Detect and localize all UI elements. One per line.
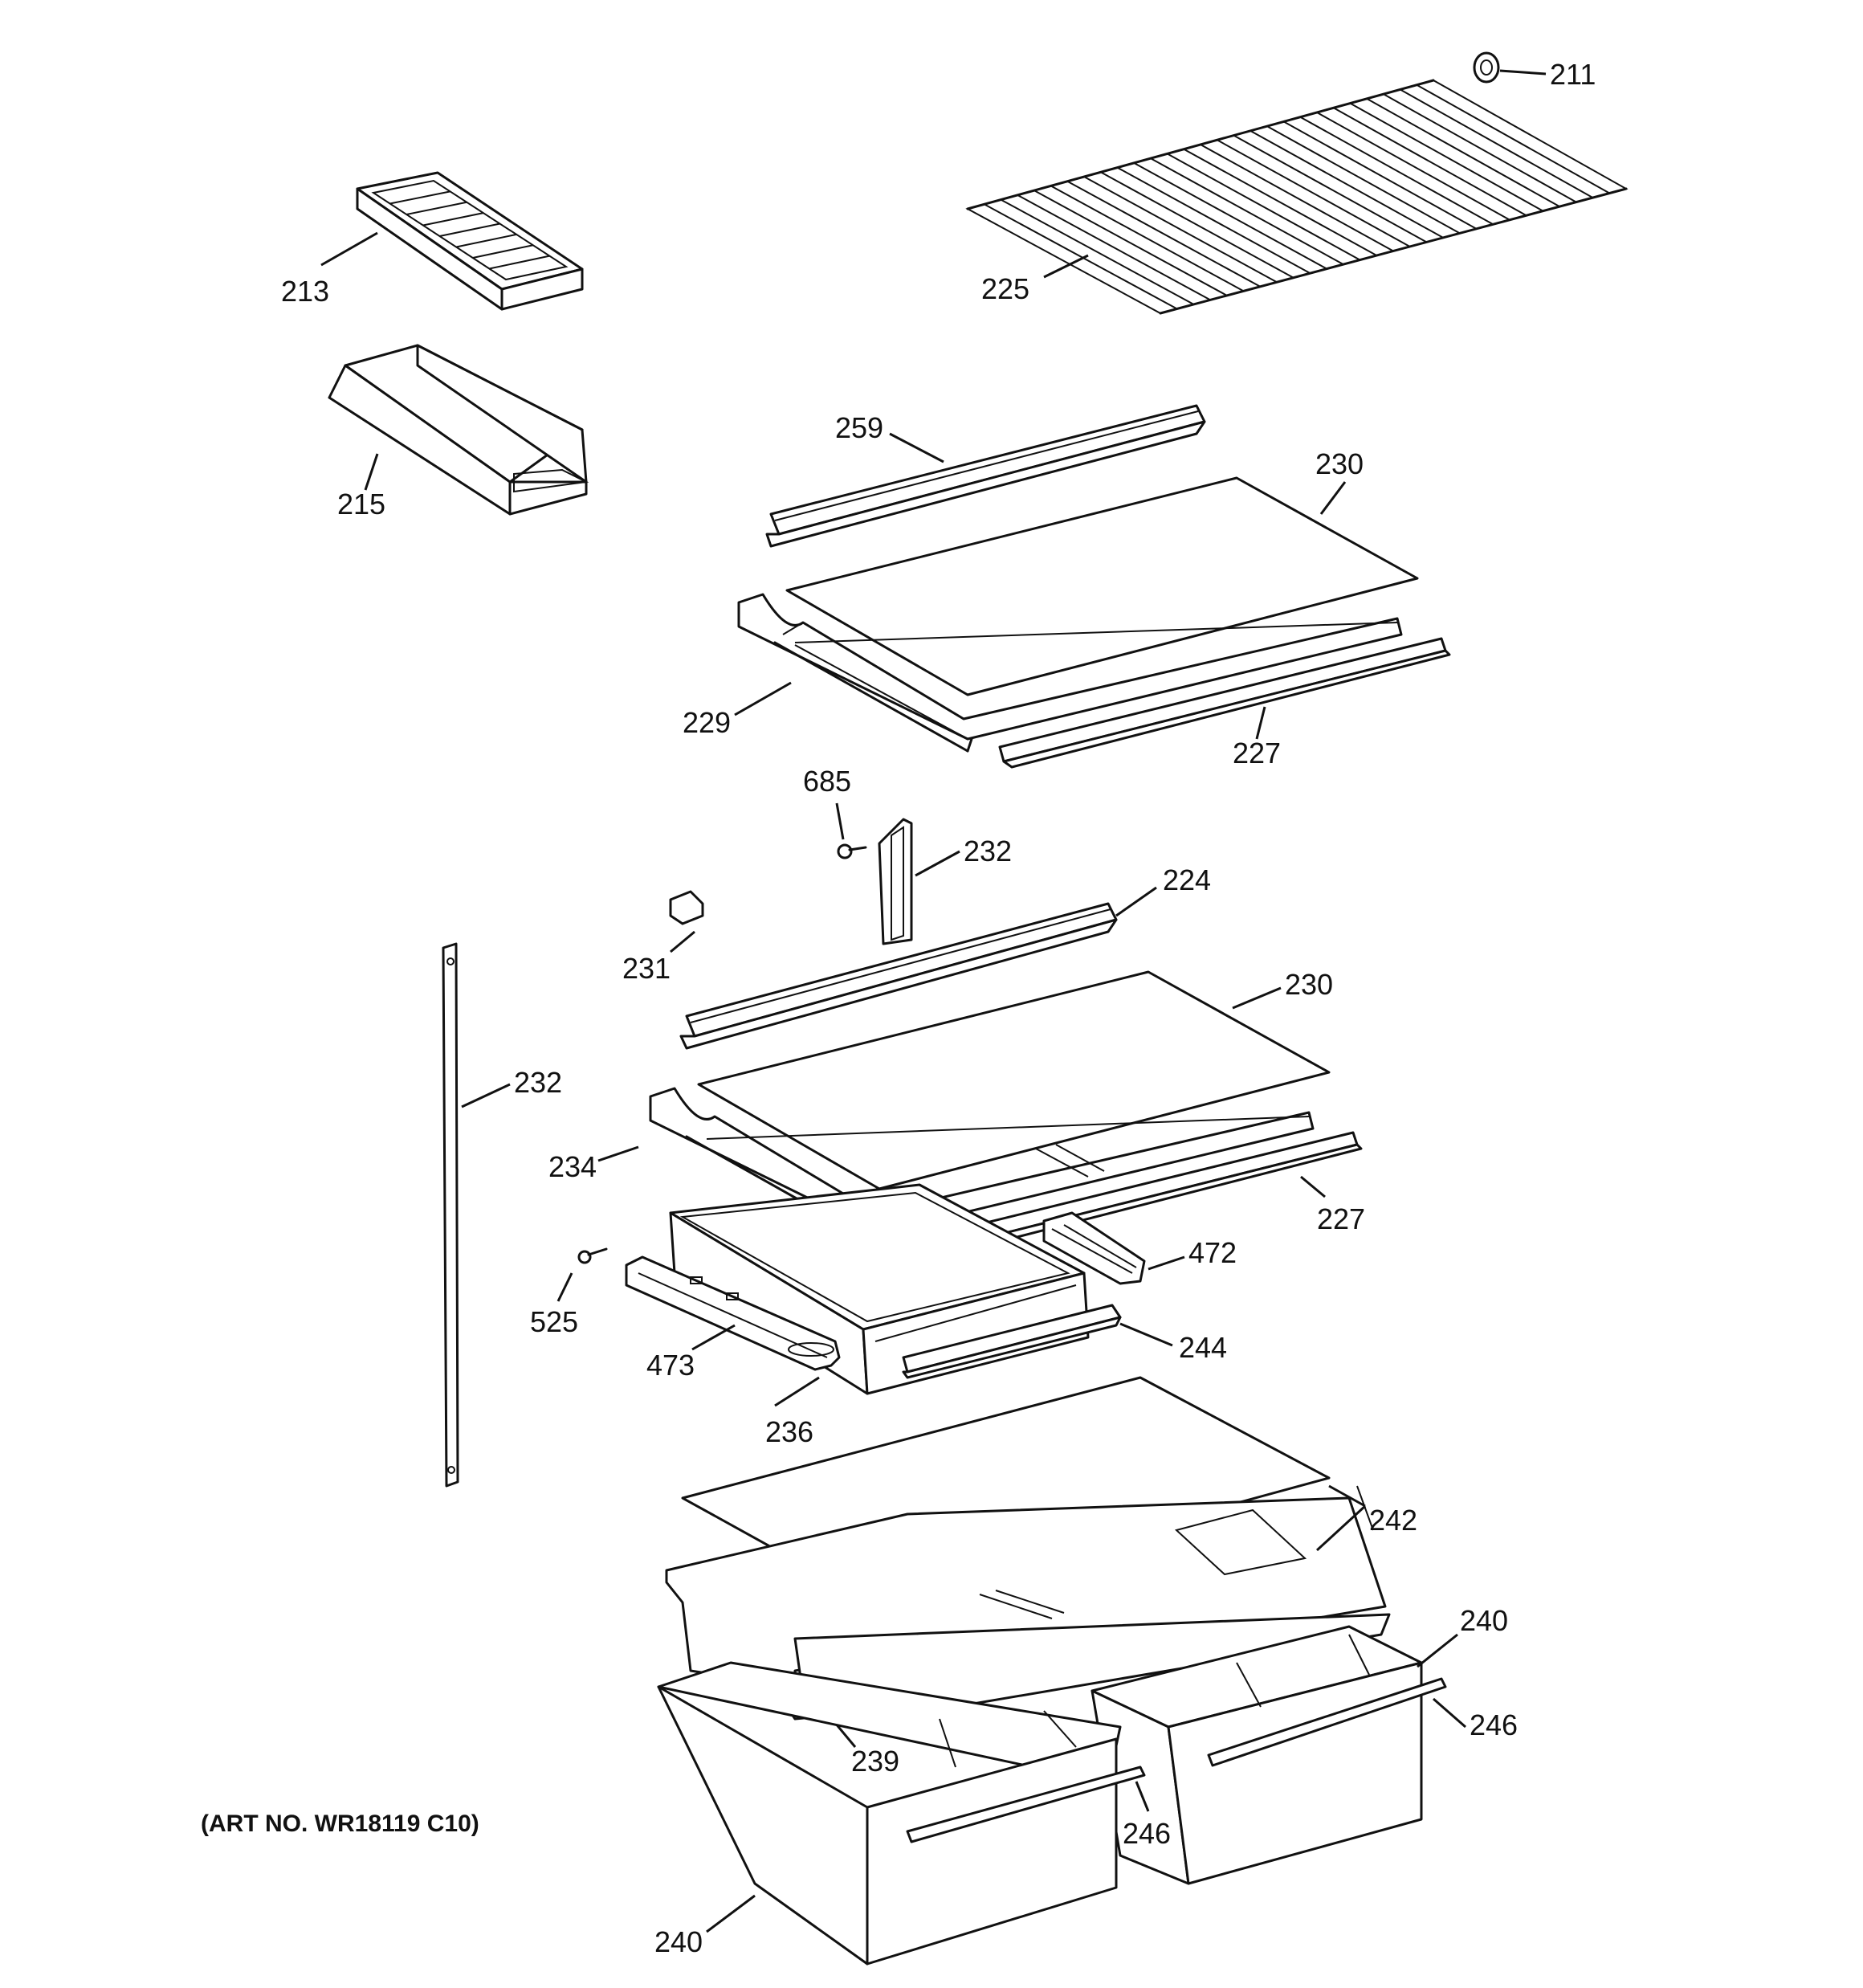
part-231-clip: 231 bbox=[622, 890, 704, 985]
part-213-ice-tray: 213 bbox=[281, 171, 584, 311]
shelf-wire-rod bbox=[1033, 190, 1228, 296]
shelf-wire-rod bbox=[1083, 176, 1278, 284]
callout-240-left: 240 bbox=[654, 1925, 703, 1958]
shelf-wire-rod bbox=[984, 203, 1178, 310]
callout-227-middle: 227 bbox=[1317, 1202, 1365, 1235]
ice-tray-cell-divider bbox=[422, 212, 484, 227]
callout-525: 525 bbox=[530, 1305, 578, 1338]
part-224-shelf-trim: 224 bbox=[679, 863, 1211, 1050]
part-472-drawer-slide: 472 bbox=[1042, 1211, 1237, 1285]
callout-231: 231 bbox=[622, 952, 671, 985]
part-232-bracket-short: 232 bbox=[878, 818, 1012, 945]
shelf-wire-rod bbox=[1266, 125, 1461, 235]
shelf-wire-rod bbox=[1249, 129, 1444, 239]
shelf-wire-rod bbox=[1416, 84, 1610, 194]
shelf-wire-rod bbox=[1167, 153, 1361, 261]
callout-213: 213 bbox=[281, 275, 329, 308]
part-242-crisper-cover: 242 bbox=[665, 1376, 1417, 1721]
ice-tray-cell-divider bbox=[489, 255, 550, 270]
ice-tray-cell-divider bbox=[472, 244, 533, 259]
part-227-shelf-trim-upper: 227 bbox=[998, 637, 1451, 769]
part-259-shelf-trim: 259 bbox=[765, 404, 1206, 548]
shelf-wire-rod bbox=[1316, 112, 1510, 221]
part-211-shelf-stop: 211 bbox=[1473, 51, 1596, 91]
ice-tray-cell-divider bbox=[406, 201, 467, 215]
part-244-drawer-trim: 244 bbox=[902, 1304, 1227, 1379]
ice-tray-cell-divider bbox=[389, 190, 450, 205]
shelf-wire-rod bbox=[1133, 161, 1327, 270]
callout-244: 244 bbox=[1179, 1331, 1227, 1364]
callout-224: 224 bbox=[1163, 863, 1211, 896]
part-685-screw: 685 bbox=[803, 765, 867, 859]
shelf-wire-rod bbox=[1349, 102, 1543, 212]
callout-225: 225 bbox=[981, 272, 1029, 305]
shelf-wire-rod bbox=[1066, 180, 1261, 288]
callout-240-right: 240 bbox=[1460, 1604, 1508, 1637]
shelf-wire-rod bbox=[1000, 198, 1194, 305]
callout-232-upper: 232 bbox=[964, 835, 1012, 867]
callout-239: 239 bbox=[851, 1745, 899, 1778]
callout-234: 234 bbox=[548, 1150, 597, 1183]
shelf-wire-rod bbox=[1217, 139, 1411, 247]
part-240-crisper-drawer-left: 246 240 bbox=[654, 1661, 1171, 1966]
part-473-drawer-slide: 473 bbox=[625, 1255, 841, 1382]
art-number: (ART NO. WR18119 C10) bbox=[201, 1810, 479, 1837]
callout-211: 211 bbox=[1550, 58, 1596, 91]
callout-236: 236 bbox=[765, 1415, 813, 1448]
callout-472: 472 bbox=[1188, 1236, 1237, 1269]
callout-230-upper: 230 bbox=[1315, 447, 1364, 480]
ice-tray-cell-divider bbox=[455, 233, 517, 248]
callout-215: 215 bbox=[337, 488, 385, 520]
callout-227-upper: 227 bbox=[1233, 737, 1281, 769]
callout-259: 259 bbox=[835, 411, 883, 444]
shelf-wire-rod bbox=[1017, 194, 1211, 301]
shelf-wire-rod bbox=[1333, 107, 1527, 217]
shelf-wire-rod bbox=[1200, 144, 1394, 252]
shelf-wire-rod bbox=[1150, 157, 1344, 265]
part-232-bracket-long: 232 bbox=[442, 942, 562, 1488]
callout-232-lower: 232 bbox=[514, 1066, 562, 1099]
shelf-wire-rod bbox=[1400, 88, 1594, 198]
part-230-glass-shelf-upper: 230 bbox=[785, 447, 1419, 696]
shelf-wire-rod bbox=[1383, 93, 1577, 203]
part-229-shelf-frame-upper: 229 bbox=[683, 593, 1403, 753]
shelf-wire-rod bbox=[1050, 185, 1245, 292]
shelf-wire-rod bbox=[1366, 97, 1560, 208]
part-225-wire-shelf: 225 bbox=[965, 79, 1629, 315]
callout-229: 229 bbox=[683, 706, 731, 739]
callout-246-left: 246 bbox=[1123, 1817, 1171, 1850]
shelf-wire-rod bbox=[1183, 148, 1377, 256]
shelf-wire-rod bbox=[1299, 116, 1494, 226]
part-215-bin: 215 bbox=[328, 344, 589, 520]
shelf-wire-rod bbox=[1100, 171, 1294, 279]
callout-230-middle: 230 bbox=[1285, 968, 1333, 1001]
callout-685: 685 bbox=[803, 765, 851, 798]
shelf-wire-rod bbox=[1283, 120, 1478, 230]
part-525-screw: 525 bbox=[530, 1247, 608, 1338]
callout-246-right: 246 bbox=[1470, 1708, 1518, 1741]
callout-473: 473 bbox=[646, 1349, 695, 1382]
shelf-wire-rod bbox=[1233, 134, 1427, 243]
callout-242: 242 bbox=[1369, 1504, 1417, 1537]
ice-tray-cell-divider bbox=[439, 222, 500, 237]
part-230-glass-shelf-middle: 230 bbox=[697, 968, 1333, 1190]
shelf-wire-rod bbox=[1116, 166, 1311, 275]
